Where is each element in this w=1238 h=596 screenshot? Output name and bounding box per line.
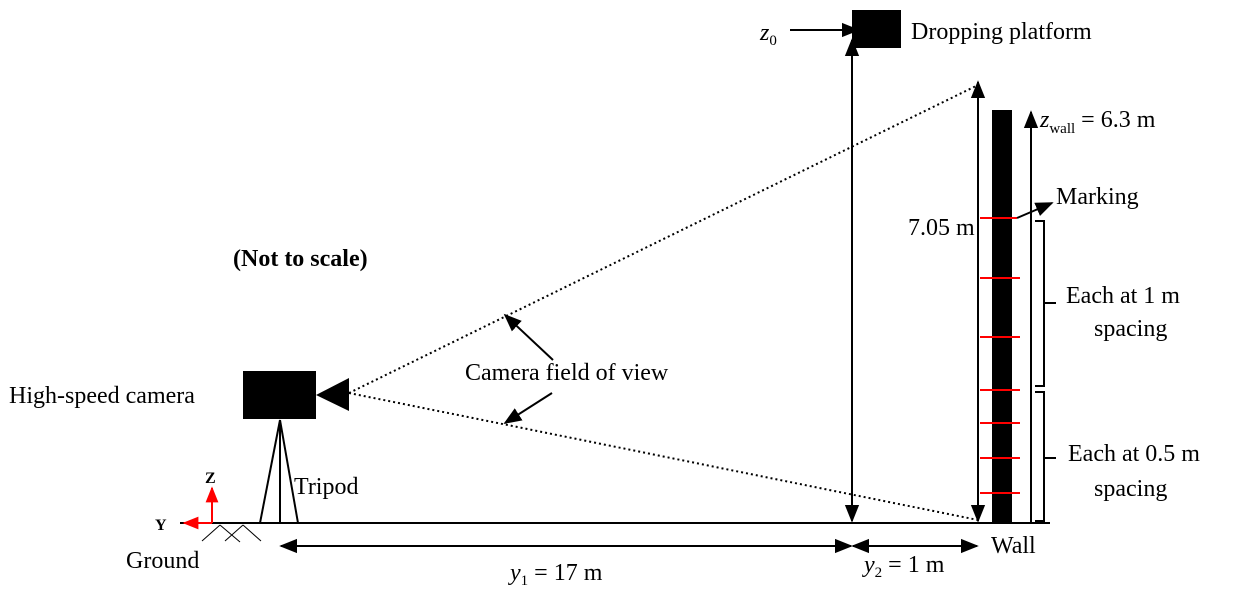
z0-label: z0: [759, 20, 777, 49]
tripod-label: Tripod: [294, 474, 358, 500]
axis-y-label: Y: [155, 517, 167, 534]
ground-hatch: [201, 524, 262, 543]
axis-z-label: Z: [205, 470, 216, 487]
brace-05m-spacing: [1035, 391, 1045, 522]
marking-label: Marking: [1056, 184, 1139, 210]
zwall-label: zwall = 6.3 m: [1039, 107, 1156, 137]
dropping-platform-label: Dropping platform: [911, 19, 1092, 45]
fov-label: Camera field of view: [465, 360, 669, 386]
brace-1m-spacing: [1035, 220, 1045, 387]
fov-pointer-lower: [503, 392, 553, 424]
tripod: [259, 419, 299, 524]
camera-label: High-speed camera: [9, 383, 195, 409]
wall-markings: [980, 217, 1020, 494]
spacing-1m-label-line2: spacing: [1094, 316, 1167, 342]
fov-pointer-upper: [503, 313, 554, 361]
y2-label: y2 = 1 m: [862, 552, 945, 581]
camera-body: [243, 371, 316, 419]
ground-label: Ground: [126, 548, 199, 574]
wall: [992, 110, 1012, 523]
spacing-1m-label-line1: Each at 1 m: [1066, 283, 1180, 309]
dropping-platform: [852, 10, 901, 48]
marking-pointer: [1016, 202, 1054, 219]
coordinate-axes: [182, 486, 219, 530]
y1-label: y1 = 17 m: [508, 560, 603, 589]
not-to-scale-label: (Not to scale): [233, 246, 368, 272]
wall-label: Wall: [991, 533, 1036, 559]
spacing-05m-label-line1: Each at 0.5 m: [1068, 441, 1200, 467]
camera-lens: [316, 378, 349, 411]
field-of-view-lines: [348, 84, 979, 521]
spacing-05m-label-line2: spacing: [1094, 476, 1167, 502]
fov-height-label: 7.05 m: [908, 215, 975, 241]
